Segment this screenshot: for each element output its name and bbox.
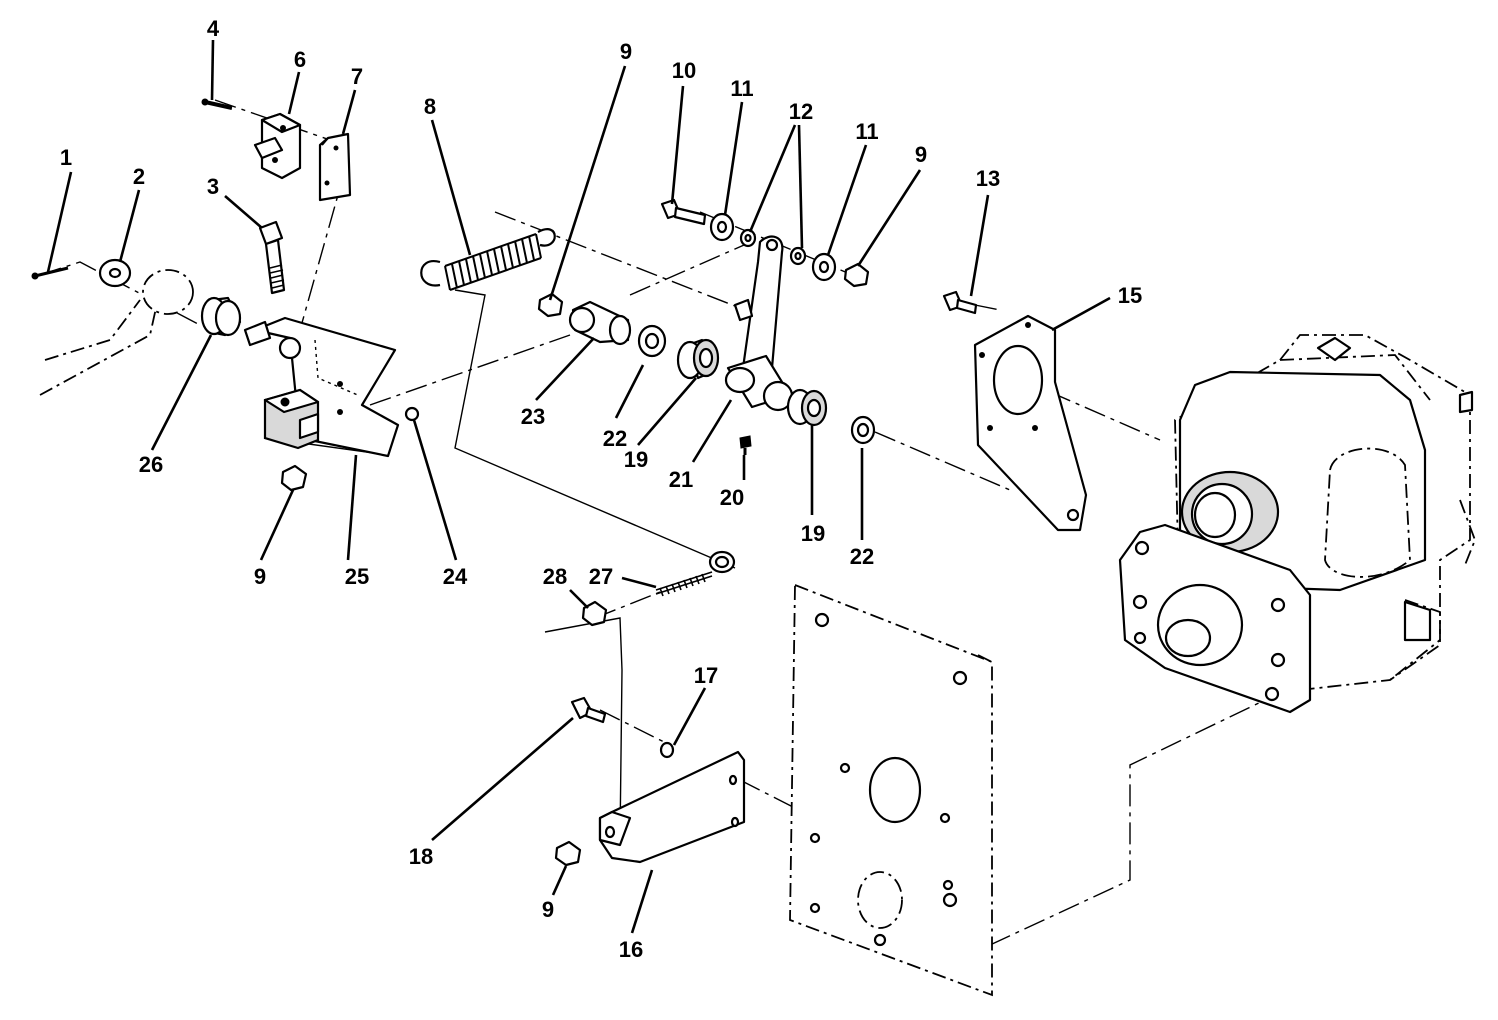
- callout-15: 15: [1118, 283, 1142, 308]
- part-1-pin: [31, 266, 69, 280]
- part-23-sleeve: [568, 300, 632, 346]
- callout-26: 26: [139, 452, 163, 477]
- part-25-lever-plate: [243, 316, 400, 458]
- callout-23: 23: [521, 404, 545, 429]
- part-2-washer: [98, 258, 132, 288]
- callout-10: 10: [672, 58, 696, 83]
- callout-27: 27: [589, 564, 613, 589]
- callout-11-b: 11: [855, 119, 878, 144]
- part-16-bracket: [598, 750, 746, 864]
- callout-22-b: 22: [850, 544, 874, 569]
- callout-2: 2: [133, 164, 145, 189]
- part-24-nut: [404, 406, 420, 422]
- callout-13: 13: [976, 166, 1000, 191]
- callout-4: 4: [207, 16, 220, 41]
- part-15-bracket: [973, 314, 1088, 532]
- part-18-bolt: [570, 696, 607, 724]
- callout-19-a: 19: [624, 447, 648, 472]
- transmission-housing-ghost: [1118, 334, 1476, 714]
- part-19-bushing-right: [786, 388, 828, 427]
- part-26-bushing: [200, 296, 242, 337]
- part-22-washer-right: [850, 415, 876, 445]
- part-7-plate: [318, 132, 352, 202]
- part-17-clip: [659, 741, 675, 759]
- part-9-nut-left: [280, 464, 308, 492]
- callout-21: 21: [669, 467, 693, 492]
- callout-28: 28: [543, 564, 567, 589]
- callout-leaders: [46, 39, 1111, 934]
- part-22-washer-left: [637, 324, 667, 358]
- callout-9-a: 9: [620, 39, 632, 64]
- callout-17: 17: [694, 663, 718, 688]
- part-9-nut-bottom: [554, 840, 582, 867]
- mounting-plate-ghost: [789, 583, 993, 997]
- part-28-nut: [581, 600, 608, 627]
- part-27-eyebolt: [655, 550, 736, 597]
- part-8-spring: [420, 228, 556, 291]
- part-20-setscrew: [739, 435, 752, 455]
- callout-11-a: 11: [730, 76, 753, 101]
- part-11-spacer-right: [811, 252, 837, 282]
- callout-18: 18: [409, 844, 433, 869]
- callout-12: 12: [789, 99, 813, 124]
- callout-22-a: 22: [603, 426, 627, 451]
- callout-7: 7: [351, 64, 363, 89]
- part-9-nut-right: [843, 262, 870, 288]
- callout-labels: 1 2 3 4 6 7 8 9 10 11 12 11 9 13 15 26 9…: [60, 16, 1142, 962]
- part-21-arm: [724, 235, 794, 412]
- callout-6: 6: [294, 47, 306, 72]
- control-arm-ghost: [39, 269, 194, 396]
- part-10-bolt: [660, 198, 707, 226]
- part-12-washer-right: [789, 246, 807, 266]
- callout-9-b: 9: [915, 142, 927, 167]
- callout-3: 3: [207, 174, 219, 199]
- callout-25: 25: [345, 564, 369, 589]
- part-11-spacer-left: [709, 212, 735, 242]
- callout-20: 20: [720, 485, 744, 510]
- part-12-washer-left: [739, 228, 757, 248]
- callout-16: 16: [619, 937, 643, 962]
- callout-9-d: 9: [542, 897, 554, 922]
- part-4-pin: [201, 98, 233, 110]
- callout-8: 8: [424, 94, 436, 119]
- part-13-screw: [942, 290, 978, 315]
- callout-1: 1: [60, 145, 72, 170]
- callout-9-c: 9: [254, 564, 266, 589]
- part-6-clevis: [253, 112, 302, 180]
- callout-24: 24: [443, 564, 468, 589]
- callout-19-b: 19: [801, 521, 825, 546]
- part-19-bushing-left: [676, 338, 720, 380]
- part-3-bolt: [258, 220, 286, 295]
